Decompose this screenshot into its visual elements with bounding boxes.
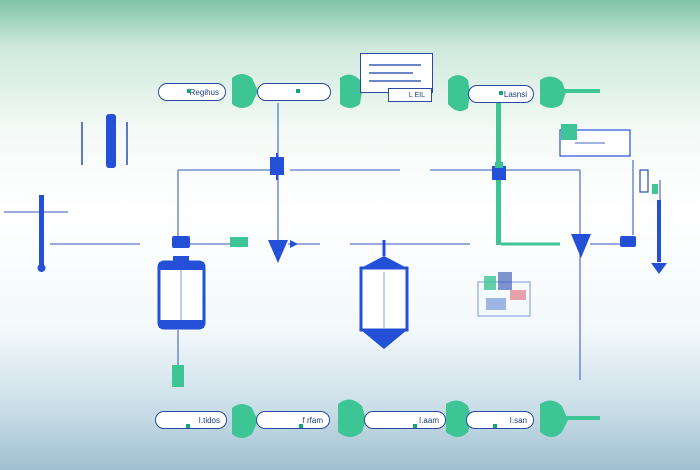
tag-top-3-label: Lasnsi (503, 89, 527, 99)
probe-right (651, 200, 667, 274)
tag-bottom-4: I.san (466, 411, 534, 429)
tag-bottom-2: f rfam (256, 411, 330, 429)
tag-bottom-1-label: I.tidos (198, 415, 220, 425)
tag-document-label: L EIL (408, 91, 425, 99)
equipment-cluster (477, 272, 531, 317)
tag-marker (187, 89, 191, 93)
doc-line (369, 72, 413, 74)
tank-left (157, 256, 206, 387)
tag-bottom-2-label: f rfam (302, 415, 323, 425)
tag-bottom-1: I.tidos (155, 411, 227, 429)
connector-heads-bottom (232, 399, 568, 438)
check-valve-left (268, 240, 298, 263)
tag-top-3: Lasnsi (468, 85, 534, 103)
tag-marker (499, 91, 503, 95)
tag-bottom-4-label: I.san (509, 415, 527, 425)
connector-heads-top (232, 74, 566, 112)
doc-line (369, 80, 421, 82)
tag-marker (296, 89, 300, 93)
tag-marker (299, 424, 303, 428)
doc-line (369, 64, 421, 66)
tank-center (359, 240, 409, 349)
valve-top (270, 153, 284, 180)
tag-marker (493, 424, 497, 428)
document-panel (360, 53, 433, 93)
tag-top-1-label: Regihus (189, 87, 219, 97)
tag-top-1: Regihus (158, 83, 226, 101)
column-sensor-left (81, 114, 128, 168)
junction-box (492, 162, 506, 180)
tag-top-2 (257, 83, 331, 101)
check-valve-right (571, 234, 591, 258)
tag-bottom-3-label: I.aam (418, 415, 439, 425)
pump-fitting-right (620, 236, 636, 247)
tag-marker (413, 424, 417, 428)
small-gauge (639, 169, 658, 194)
control-panel (559, 124, 631, 157)
tag-document: L EIL (388, 88, 432, 102)
tag-marker (186, 424, 190, 428)
probe-left (37, 195, 46, 272)
tag-bottom-3: I.aam (364, 411, 446, 429)
pump-fitting-left (172, 236, 248, 248)
